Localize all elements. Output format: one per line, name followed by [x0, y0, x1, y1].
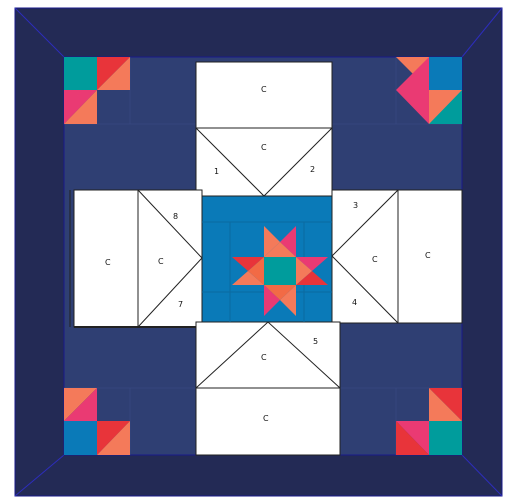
left-top-number: 8	[173, 212, 178, 221]
bottom-right-number: 5	[313, 337, 318, 346]
left-tri-panel	[138, 190, 202, 327]
top-tri-panel	[196, 128, 332, 196]
left-bottom-number: 7	[178, 300, 183, 309]
top-left-number: 1	[214, 167, 219, 176]
top-rect-panel	[196, 62, 332, 128]
bottom-rect-label: C	[263, 414, 269, 423]
right-bottom-number: 4	[352, 298, 357, 307]
right-rect-label: C	[425, 251, 431, 260]
top-tri-label: C	[261, 143, 267, 152]
center-star-block	[202, 196, 332, 322]
bottom-tri-panel	[196, 322, 340, 388]
bottom-tri-label: C	[261, 353, 267, 362]
top-right-number: 2	[310, 165, 315, 174]
left-rect-label: C	[105, 258, 111, 267]
right-tri-label: C	[372, 255, 378, 264]
left-tri-label: C	[158, 257, 164, 266]
right-tri-panel	[332, 190, 398, 323]
top-rect-label: C	[261, 85, 267, 94]
right-top-number: 3	[353, 201, 358, 210]
